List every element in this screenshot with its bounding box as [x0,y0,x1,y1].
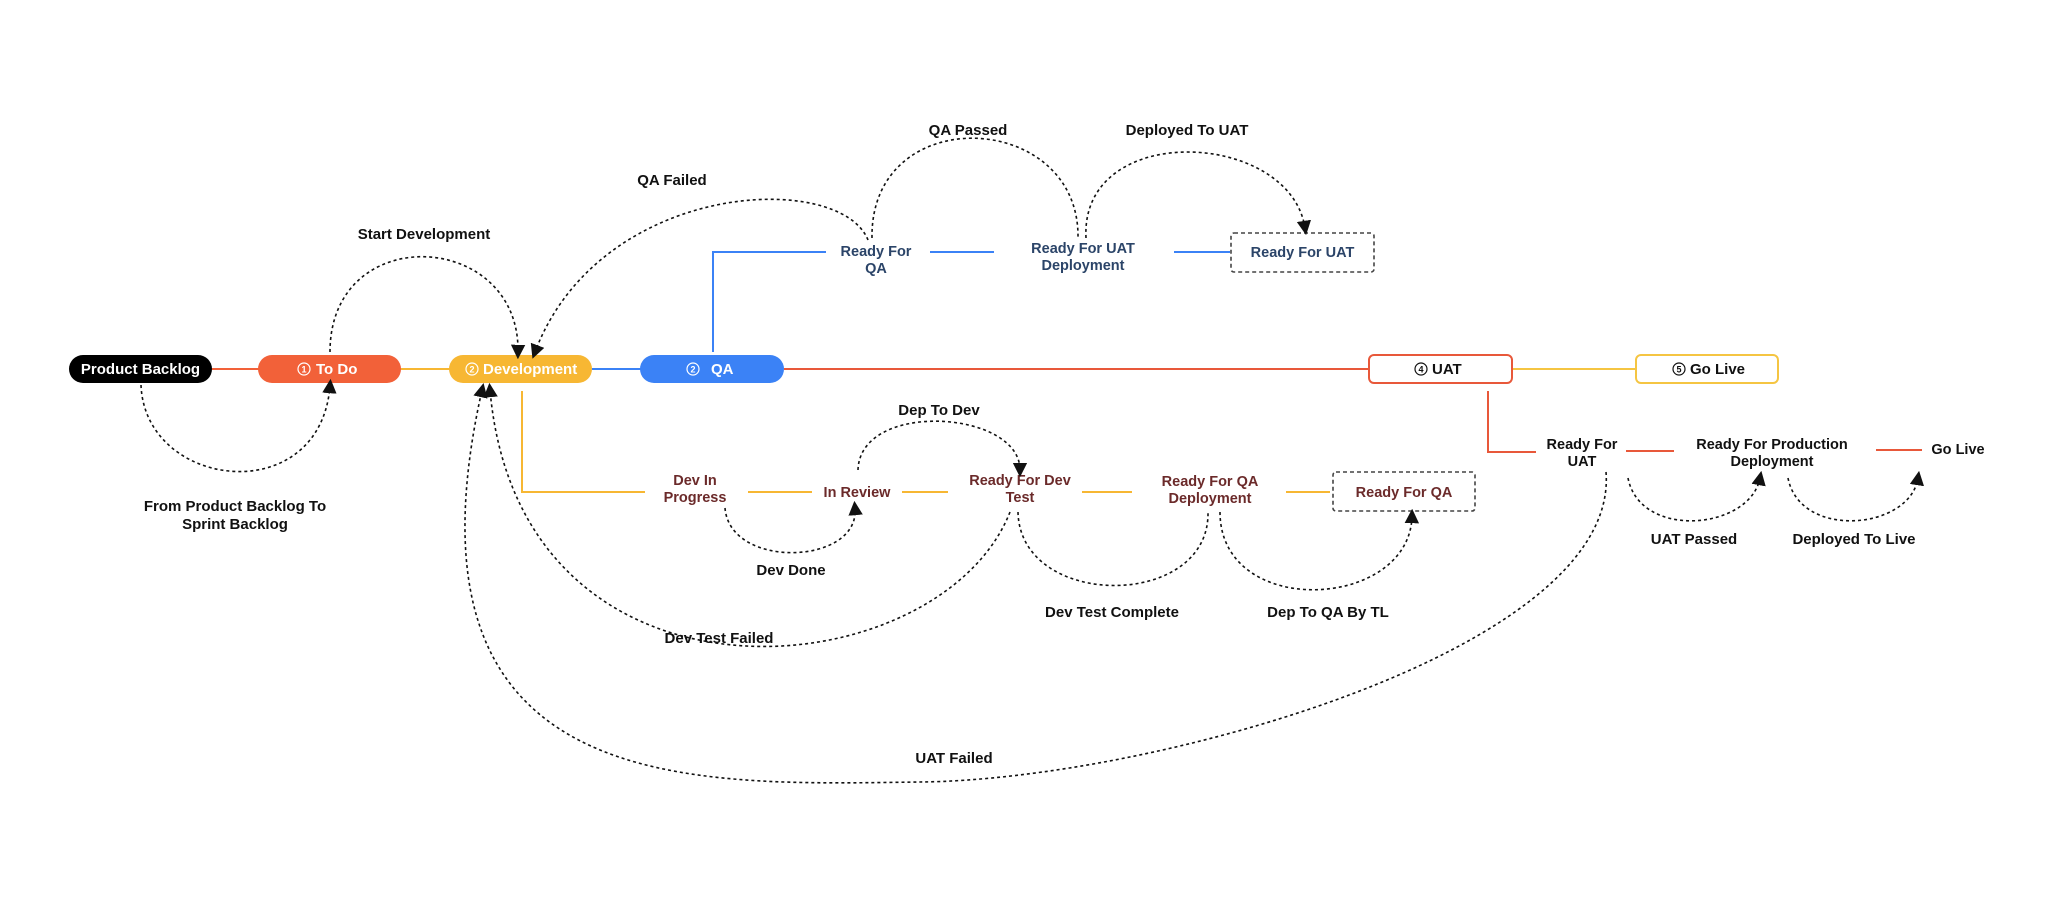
state-label: Deployment [1169,491,1252,507]
state-label: Deployment [1731,454,1814,470]
stage-number-icon [1672,362,1686,376]
state-label: In Review [824,485,892,501]
stage-number: 4 [1418,365,1423,375]
state-label: Test [1006,490,1035,506]
stage-number: 2 [690,365,695,375]
label-start-development: Start Development [358,226,491,243]
dev-state-ready-for-qa-deployment[interactable]: Ready For QA Deployment [1162,474,1259,507]
uat-state-ready-for-uat[interactable]: Ready For UAT [1547,437,1618,470]
label-dev-done: Dev Done [756,562,825,579]
label-uat-failed: UAT Failed [915,750,992,767]
state-label: QA [865,261,887,277]
stage-number-icon [465,362,479,376]
label-dev-test-complete: Dev Test Complete [1045,604,1179,621]
arrow-dev-done [724,500,863,554]
state-label: Ready For QA [1356,485,1453,501]
state-label: Ready For [841,244,912,260]
state-label: Deployment [1042,258,1125,274]
stage-number: 5 [1676,365,1681,375]
uat-branch-lines [1487,391,1922,453]
label-qa-failed: QA Failed [637,172,706,189]
qa-state-ready-for-uat[interactable]: Ready For UAT [1230,232,1375,273]
state-label: Dev In [673,473,717,489]
dev-state-in-review[interactable]: In Review [824,485,892,501]
label-from-backlog-line2: Sprint Backlog [182,516,288,533]
stage-number: 1 [301,365,306,375]
arrow-qa-failed [530,198,869,359]
state-label: Ready For Dev [969,473,1071,489]
stage-todo[interactable]: 1 To Do [258,355,401,383]
qa-state-ready-for-uat-deployment[interactable]: Ready For UAT Deployment [1031,241,1135,274]
arrow-dev-test-failed [483,382,1011,648]
state-label: Progress [664,490,727,506]
label-qa-passed: QA Passed [929,122,1008,139]
stage-label: QA [711,361,734,378]
label-dep-to-qa-by-tl: Dep To QA By TL [1267,604,1389,621]
qa-state-ready-for-qa[interactable]: Ready For QA [841,244,912,277]
stage-label: Development [483,361,577,378]
qa-branch-lines [712,251,1230,352]
arrow-deployed-to-live [1787,470,1925,522]
label-deployed-to-uat: Deployed To UAT [1126,122,1249,139]
label-dep-to-dev: Dep To Dev [898,402,980,419]
label-dev-test-failed: Dev Test Failed [665,630,774,647]
arrow-uat-failed [464,382,1607,784]
arrow-dep-to-dev [857,420,1028,478]
arrow-dev-test-complete [1017,511,1209,587]
stage-number-icon [297,362,311,376]
dev-state-dev-in-progress[interactable]: Dev In Progress [664,473,727,506]
dev-branch-lines [521,391,1330,493]
state-label: Go Live [1931,442,1984,458]
arrow-from-backlog [140,378,337,473]
stage-label: Product Backlog [81,361,200,378]
state-label: Ready For Production [1696,437,1847,453]
uat-state-ready-for-production-deployment[interactable]: Ready For Production Deployment [1696,437,1847,470]
dev-state-ready-for-dev-test[interactable]: Ready For Dev Test [969,473,1071,506]
uat-state-go-live[interactable]: Go Live [1931,442,1984,458]
arrow-uat-passed [1627,470,1766,522]
transition-arrows [140,137,1925,784]
dev-state-ready-for-qa[interactable]: Ready For QA [1332,471,1476,512]
state-label: Ready For UAT [1031,241,1135,257]
stage-label: To Do [316,361,357,378]
arrow-dep-to-qa-by-tl [1219,508,1420,591]
label-uat-passed: UAT Passed [1651,531,1737,548]
stage-label: Go Live [1690,361,1745,378]
stage-label: UAT [1432,361,1462,378]
state-label: UAT [1568,454,1597,470]
stage-development[interactable]: 2 Development [449,355,592,383]
arrow-start-development [329,255,526,360]
stage-qa[interactable]: 2 QA [640,355,784,383]
state-label: Ready For QA [1162,474,1259,490]
label-deployed-to-live: Deployed To Live [1792,531,1915,548]
state-label: Ready For [1547,437,1618,453]
arrow-qa-passed [871,137,1079,239]
state-label: Ready For UAT [1251,245,1355,261]
arrow-deployed-to-uat [1085,151,1312,239]
transition-labels: Start Development From Product Backlog T… [144,122,1916,767]
stage-number-icon [686,362,700,376]
stage-golive[interactable]: 5 Go Live [1635,354,1779,384]
stage-number-icon [1414,362,1428,376]
stage-number: 2 [469,365,474,375]
label-from-backlog-line1: From Product Backlog To [144,498,326,515]
stage-uat[interactable]: 4 UAT [1368,354,1513,384]
stage-product-backlog[interactable]: Product Backlog [69,355,212,383]
